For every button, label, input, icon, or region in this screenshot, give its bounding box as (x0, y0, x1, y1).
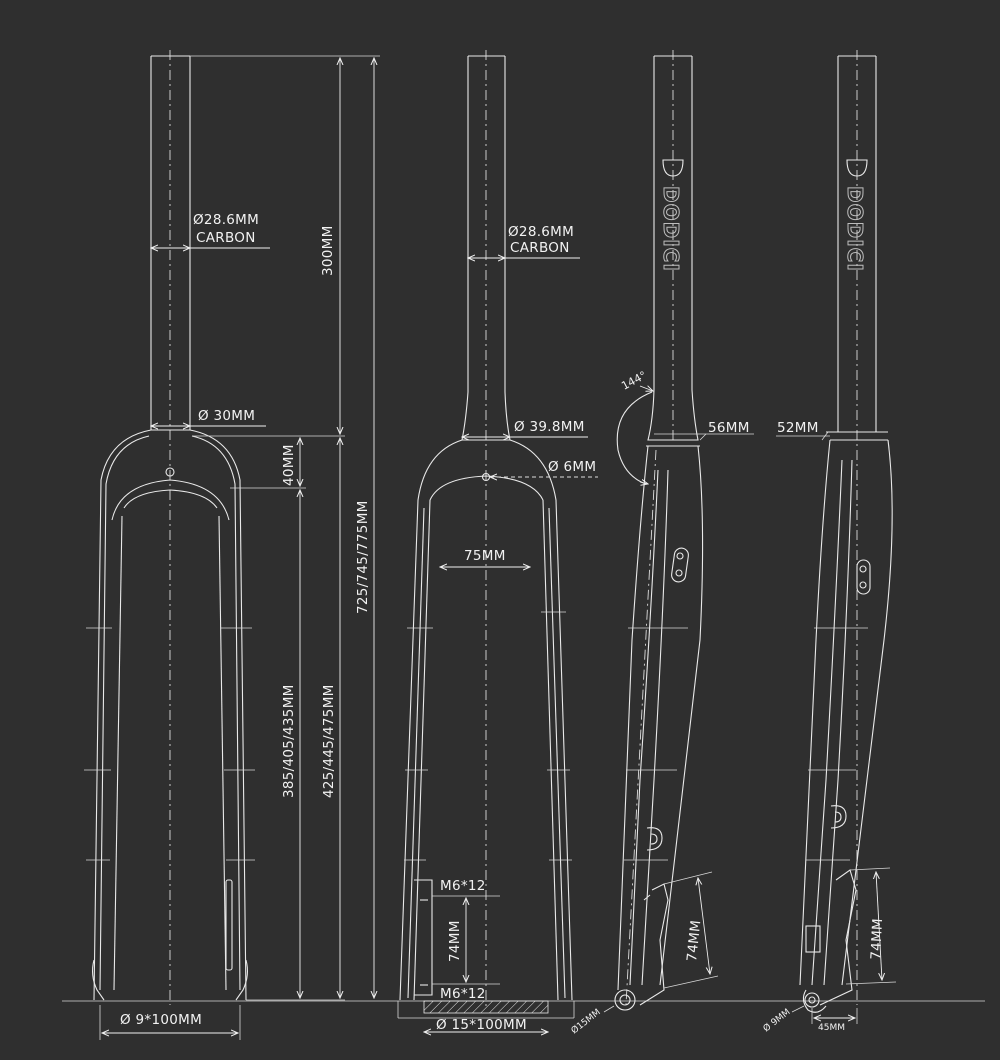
f2-mount-spacing: 74MM (447, 920, 463, 962)
front-view-qr-fork (84, 50, 255, 1005)
f1-axle-to-crown: 385/405/435MM (281, 684, 297, 798)
brand-logo-fork3: DODICI (659, 159, 684, 272)
f2-tire-clearance: 75MM (464, 548, 506, 564)
f3-head-angle: 144° (619, 369, 649, 393)
f1-steerer-length: 300MM (320, 225, 336, 276)
f3-crown-width: 56MM (708, 420, 750, 436)
f1-axle-to-crown-top: 425/445/475MM (321, 684, 337, 798)
f2-mount-top: M6*12 (440, 878, 486, 894)
side-view-qr-fork (799, 50, 893, 1013)
f1-axle-spacing: Ø 9*100MM (120, 1012, 202, 1028)
f2-steerer-material: CARBON (510, 240, 570, 256)
f1-crown-race: Ø 30MM (198, 408, 255, 424)
f1-crown-height: 40MM (281, 444, 297, 486)
f2-steerer-diameter: Ø28.6MM (508, 224, 574, 240)
front-view-qr-dimensions: Ø28.6MM CARBON Ø 30MM 300MM 40MM 385/405… (99, 55, 380, 1040)
f2-crown-diameter: Ø 39.8MM (514, 419, 585, 435)
brand-name-fork4: DODICI (843, 186, 867, 272)
side-view-thru-axle-fork (614, 50, 704, 1011)
f2-mount-bottom: M6*12 (440, 986, 486, 1002)
f1-steerer-material: CARBON (196, 230, 256, 246)
f2-brake-hole: Ø 6MM (548, 459, 596, 475)
f1-steerer-diameter: Ø28.6MM (193, 212, 259, 228)
f4-axle: Ø 9MM (761, 1006, 792, 1034)
f3-mount-spacing: 74MM (684, 919, 704, 962)
f4-rake: 45MM (818, 1023, 845, 1033)
f4-mount-spacing: 74MM (868, 918, 886, 960)
f1-total-length: 725/745/775MM (355, 500, 371, 614)
brand-logo-fork4: DODICI (843, 159, 868, 272)
front-view-thru-axle-fork (397, 50, 575, 1019)
side-view-thru-axle-dimensions: 144° 56MM 74MM Ø15MM (569, 369, 754, 1036)
brand-name-fork3: DODICI (659, 186, 683, 272)
f4-crown-width: 52MM (777, 420, 819, 436)
front-view-thru-axle-dimensions: Ø28.6MM CARBON Ø 39.8MM Ø 6MM 75MM M6*12… (424, 224, 598, 1033)
f2-axle-spacing: Ø 15*100MM (436, 1017, 527, 1033)
